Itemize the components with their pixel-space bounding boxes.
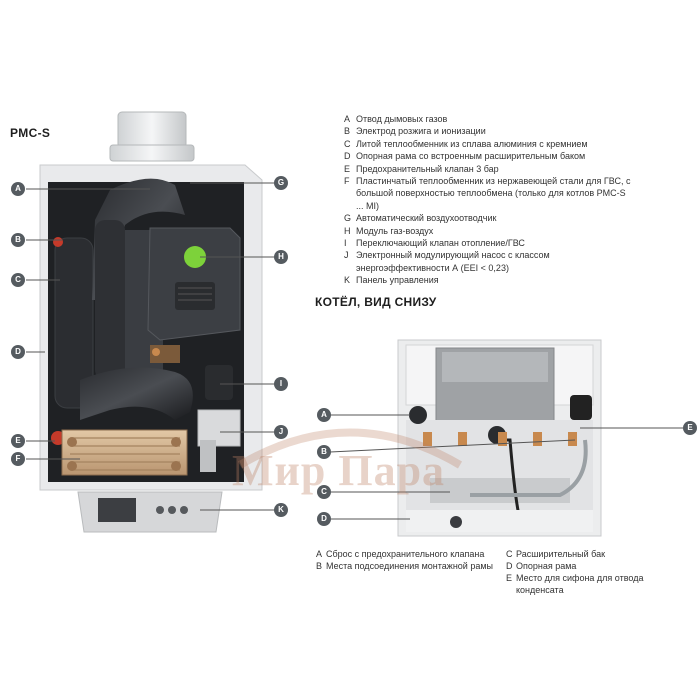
- marker-h: H: [274, 250, 288, 264]
- legend-text: Места подсоединения монтажной рамы: [326, 561, 493, 571]
- legend-key: K: [344, 275, 351, 286]
- legend-row: F Пластинчатый теплообменник из нержавеющ…: [344, 175, 634, 212]
- marker-k: K: [274, 503, 288, 517]
- legend-text: Электрод розжига и ионизации: [356, 126, 486, 137]
- legend-row: B Электрод розжига и ионизации: [344, 125, 634, 137]
- bottom-view-connections: [423, 432, 577, 446]
- legend-row: G Автоматический воздухоотводчик: [344, 212, 634, 224]
- legend-key: D: [344, 151, 351, 162]
- legend-text: Переключающий клапан отопление/ГВС: [356, 238, 525, 249]
- legend-key: C: [344, 138, 351, 149]
- legend-row: A Отвод дымовых газов: [344, 113, 634, 125]
- legend-key: E: [506, 573, 513, 583]
- legend-text: Литой теплообменник из сплава алюминия с…: [356, 138, 588, 149]
- legend-row: E Предохранительный клапан 3 бар: [344, 163, 634, 175]
- legend-text: Сброс с предохранительного клапана: [326, 549, 485, 559]
- main-title: PMC-S: [10, 126, 51, 140]
- marker-f: F: [11, 452, 25, 466]
- legend-key: F: [344, 176, 350, 187]
- bottom-marker-e: E: [683, 421, 697, 435]
- legend-row: C Литой теплообменник из сплава алюминия …: [344, 138, 634, 150]
- bottom-leader-lines: [329, 414, 685, 520]
- marker-a: A: [11, 182, 25, 196]
- marker-j: J: [274, 425, 288, 439]
- legend-row: K Панель управления: [344, 274, 634, 286]
- legend-key: I: [344, 238, 347, 249]
- bottom-marker-c: C: [317, 485, 331, 499]
- flue-pipe: [109, 111, 195, 162]
- legend-key: J: [344, 250, 349, 261]
- legend-text: Пластинчатый теплообменник из нержавеюще…: [356, 176, 631, 211]
- bottom-marker-d: D: [317, 512, 331, 526]
- legend-key: D: [506, 561, 513, 571]
- legend-key: C: [506, 549, 513, 559]
- marker-c: C: [11, 273, 25, 287]
- legend-row: H Модуль газ-воздух: [344, 225, 634, 237]
- legend-text: Модуль газ-воздух: [356, 225, 434, 236]
- legend-text: Опорная рама: [516, 561, 577, 571]
- legend-key: A: [316, 549, 323, 559]
- marker-b: B: [11, 233, 25, 247]
- legend-row: D Опорная рама со встроенным расширительн…: [344, 150, 634, 162]
- legend-row: I Переключающий клапан отопление/ГВС: [344, 237, 634, 249]
- interior-components: [51, 178, 241, 476]
- watermark-arc: [237, 428, 463, 469]
- marker-i: I: [274, 377, 288, 391]
- legend-text: Опорная рама со встроенным расширительны…: [356, 151, 586, 162]
- legend-key: H: [344, 225, 351, 236]
- control-panel: [77, 491, 223, 533]
- legend-key: G: [344, 213, 352, 224]
- marker-e: E: [11, 434, 25, 448]
- bottom-marker-b: B: [317, 445, 331, 459]
- marker-g: G: [274, 176, 288, 190]
- legend-text: Электронный модулирующий насос с классом…: [356, 250, 550, 273]
- legend-key: B: [344, 126, 351, 137]
- bottom-marker-a: A: [317, 408, 331, 422]
- main-legend: A Отвод дымовых газов B Электрод розжига и…: [344, 113, 634, 287]
- legend-key: E: [344, 163, 351, 174]
- main-leader-lines: [26, 182, 275, 511]
- legend-text: Отвод дымовых газов: [356, 114, 448, 124]
- legend-text: Панель управления: [356, 275, 439, 286]
- legend-text: Место для сифона для отвода конденсата: [516, 573, 644, 595]
- legend-row: J Электронный модулирующий насос с классо…: [344, 249, 634, 274]
- bottom-view-casing: [397, 339, 602, 537]
- legend-key: A: [344, 114, 351, 124]
- watermark-text: Мир Пара: [232, 446, 446, 495]
- marker-d: D: [11, 345, 25, 359]
- legend-key: B: [316, 561, 323, 571]
- legend-text: Расширительный бак: [516, 549, 606, 559]
- legend-text: Предохранительный клапан 3 бар: [356, 163, 499, 174]
- bottom-view-title: КОТЁЛ, ВИД СНИЗУ: [315, 295, 437, 309]
- legend-text: Автоматический воздухоотводчик: [356, 213, 497, 224]
